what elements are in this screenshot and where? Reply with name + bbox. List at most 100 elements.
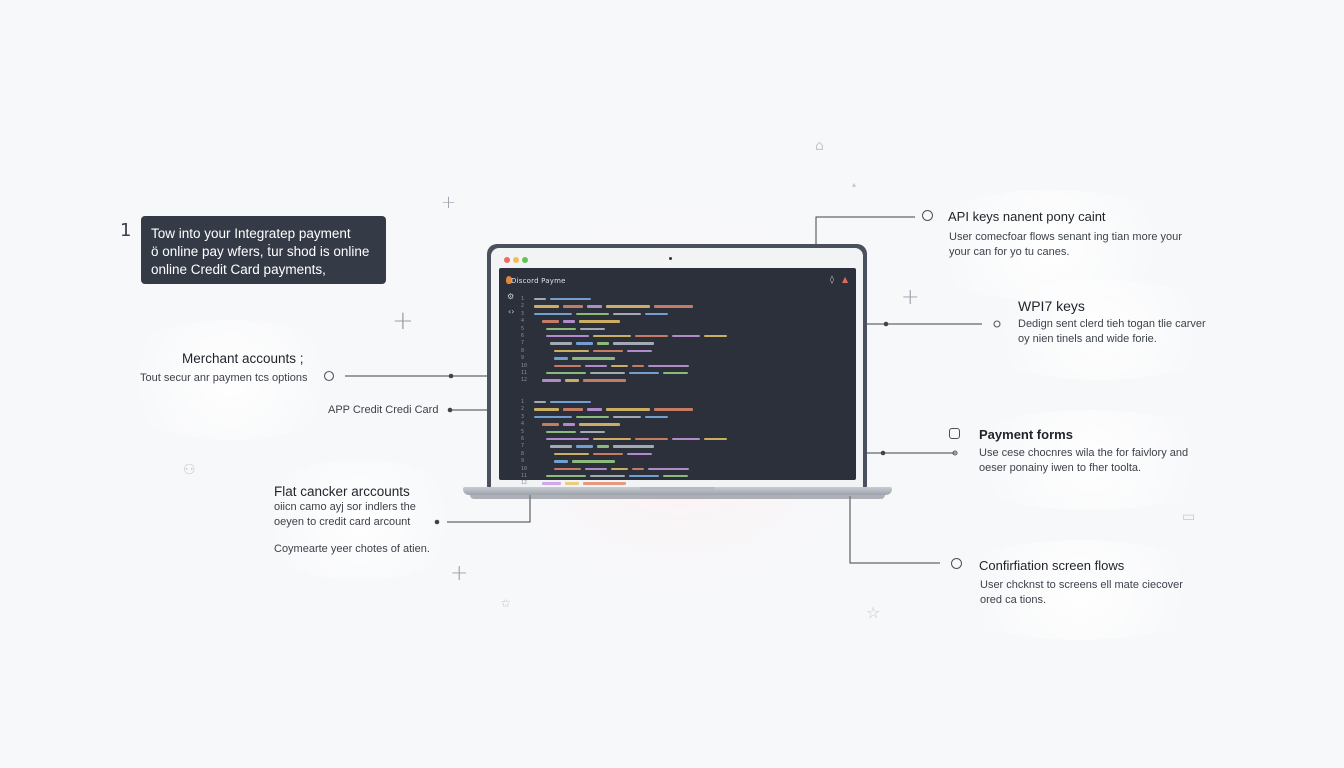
line-number: 5 <box>521 325 525 332</box>
gear-icon[interactable]: ⚙ <box>507 292 515 301</box>
code-token <box>585 364 607 367</box>
code-token <box>546 335 589 338</box>
code-token <box>542 423 559 426</box>
code-token <box>606 408 650 411</box>
window-close-dot[interactable] <box>504 257 510 263</box>
code-token <box>632 467 644 470</box>
code-token <box>546 438 589 441</box>
line-number: 1 <box>521 399 525 405</box>
star-decoration-icon: ✩ <box>501 597 511 610</box>
line-number: 2 <box>521 406 525 413</box>
window-maximize-dot[interactable] <box>522 257 528 263</box>
connector-dot <box>883 321 889 327</box>
code-token <box>611 364 628 367</box>
code-token <box>593 349 623 353</box>
code-token <box>563 320 575 323</box>
wpi-keys-line: oy nien tinels and wide forie. <box>1018 333 1157 345</box>
code-token <box>583 482 626 485</box>
code-token <box>554 452 589 456</box>
line-number: 7 <box>521 443 525 450</box>
payment-forms-line: oeser ponainy iwen to fher toolta. <box>979 462 1142 474</box>
background-halo <box>900 190 1200 300</box>
code-token <box>627 349 652 353</box>
alert-icon[interactable]: ▲ <box>842 275 849 284</box>
payment-forms-line: Use cese chocnres wila the for faivlory … <box>979 447 1189 459</box>
code-token <box>576 415 609 419</box>
code-token <box>550 298 591 301</box>
code-token <box>534 312 572 316</box>
code-token <box>550 401 591 404</box>
background-halo <box>930 540 1230 640</box>
code-token <box>593 452 623 456</box>
line-number: 8 <box>521 347 525 354</box>
connector-ring <box>952 450 958 456</box>
code-token <box>554 467 581 470</box>
callout-number: 1 <box>120 220 132 241</box>
code-token <box>579 320 620 323</box>
people-decoration-icon: ⚇ <box>183 462 196 478</box>
code-token <box>590 372 625 375</box>
confirmation-line: User chcknst to screens ell mate ciecove… <box>980 579 1183 591</box>
code-token <box>572 460 615 463</box>
code-token <box>546 430 576 433</box>
code-token <box>613 312 641 316</box>
window-minimize-dot[interactable] <box>513 257 519 263</box>
code-token <box>534 408 559 411</box>
code-token <box>534 415 572 419</box>
code-token <box>563 423 575 426</box>
code-token <box>580 327 605 330</box>
code-token <box>632 364 644 367</box>
line-number: 3 <box>521 413 525 420</box>
code-token <box>629 475 659 478</box>
code-token <box>565 482 579 485</box>
merchant-accounts-body: Tout secur anr paymen tcs options <box>140 372 308 384</box>
line-number: 10 <box>521 465 528 472</box>
line-number: 5 <box>521 428 525 435</box>
code-token <box>565 379 579 382</box>
background-halo <box>940 410 1240 510</box>
connector-confirmation <box>849 496 940 564</box>
code-token <box>550 445 572 448</box>
code-token <box>542 320 559 323</box>
line-number: 4 <box>521 421 525 428</box>
bell-icon[interactable]: ◊ <box>830 275 834 284</box>
background-halo <box>960 280 1240 380</box>
code-icon[interactable]: ‹› <box>508 307 515 316</box>
api-keys-line: your can for yo tu canes. <box>949 246 1070 258</box>
background-halo <box>100 320 360 440</box>
code-token <box>583 379 626 382</box>
line-number: 2 <box>521 303 525 310</box>
lock-decoration-icon: ⌂ <box>815 138 824 154</box>
line-number: 8 <box>521 450 525 457</box>
code-token <box>648 467 689 470</box>
code-token <box>611 467 628 470</box>
code-token <box>563 305 583 308</box>
laptop-decoration-icon: ▭ <box>1182 509 1196 525</box>
wpi-keys-title: WPI7 keys <box>1018 298 1085 314</box>
plus-decoration-icon: + <box>450 561 469 586</box>
code-token <box>554 357 568 360</box>
code-token <box>593 335 631 338</box>
plus-decoration-icon: + <box>392 306 414 336</box>
api-keys-title: API keys nanent pony caint <box>948 209 1106 224</box>
connector-dot <box>880 450 886 456</box>
code-token <box>629 372 659 375</box>
line-number: 3 <box>521 310 525 317</box>
confirmation-icon <box>951 558 962 569</box>
connector-ring <box>993 320 1001 328</box>
code-token <box>579 423 620 426</box>
line-number: 7 <box>521 340 525 347</box>
star-decoration-icon: ☆ <box>866 603 881 622</box>
code-token <box>654 305 693 308</box>
code-token <box>534 401 546 404</box>
code-token <box>663 372 688 375</box>
code-token <box>704 438 727 441</box>
code-token <box>587 305 602 308</box>
code-token <box>563 408 583 411</box>
code-token <box>645 312 668 316</box>
line-number: 11 <box>521 473 528 479</box>
code-token <box>613 445 654 448</box>
editor-title: Discord Payme <box>511 277 566 285</box>
code-token <box>663 475 688 478</box>
connector-dot <box>434 519 440 525</box>
